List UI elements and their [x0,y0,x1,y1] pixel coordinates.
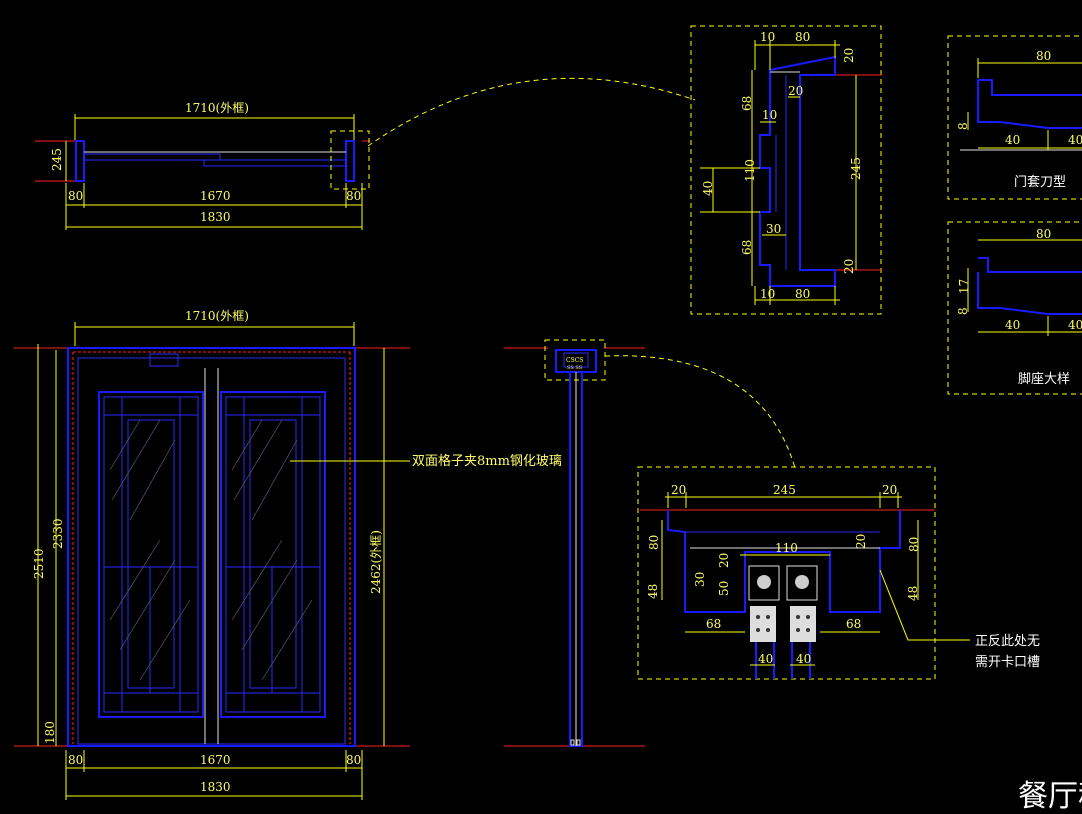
detail-base: 80 8 17 40 40 脚座大样 [947,221,1082,395]
dim-elev-2330: 2330 [51,518,65,549]
dim-da-8: 8 [956,122,970,130]
glass-note: 双面格子夹8mm钢化玻璃 [412,453,562,469]
glass-hatching [109,419,313,681]
dim-sec-68-top: 68 [740,96,754,111]
dim-tr-50: 50 [717,581,731,596]
leader-curve-track [604,355,796,469]
tiny-label-b: SS SS [567,365,583,371]
drawing-title: 餐厅移 [1018,779,1082,814]
dim-sec-110: 110 [743,159,757,182]
dim-tr-20-b: 20 [717,553,731,568]
dim-elev-2510: 2510 [32,548,46,579]
dim-tr-20-right: 20 [882,483,897,497]
dim-tr-20-a: 20 [854,534,868,549]
detail-door-casing: 80 8 40 40 门套刀型 [947,35,1082,200]
dim-sec-20-bot: 20 [842,259,856,274]
label-base-detail: 脚座大样 [1018,371,1070,387]
dim-plan-80-right: 80 [346,189,361,203]
dim-sec-80-top: 80 [795,30,810,44]
dim-tr-80-left: 80 [647,535,661,550]
dim-sec-245: 245 [849,157,863,180]
dim-elev-180: 180 [43,721,57,744]
frame-section-detail: 10 80 20 68 20 10 110 40 245 30 68 20 10… [690,25,882,315]
dim-elev-2462: 2462(外框) [369,530,383,594]
dim-outer-frame-plan: 1710(外框) [185,101,249,115]
dim-db-40b: 40 [1068,318,1082,332]
dim-sec-30: 30 [766,222,781,236]
dim-da-80: 80 [1036,49,1051,63]
dim-elev-80-right: 80 [346,753,361,767]
dim-elev-1670: 1670 [200,753,231,767]
groove-note-line1: 正反此处无 [975,634,1040,649]
dim-tr-40-right: 40 [796,652,811,666]
dim-sec-20-top: 20 [842,48,856,63]
dim-elev-80-left: 80 [68,753,83,767]
dim-db-17: 17 [957,279,971,294]
track-detail: 20 245 20 80 48 80 48 20 110 20 30 50 68… [637,466,1040,680]
tiny-label-a: CSCS [566,357,583,364]
dim-sec-40: 40 [701,181,715,196]
label-door-casing: 门套刀型 [1014,174,1066,190]
dim-tr-68-left: 68 [706,617,721,631]
dim-da-40a: 40 [1005,133,1020,147]
dim-sec-68-bot: 68 [740,240,754,255]
dim-tr-20-left: 20 [671,483,686,497]
dim-tr-30: 30 [693,572,707,587]
dim-tr-110: 110 [775,541,798,555]
dim-outer-frame-elev: 1710(外框) [185,309,249,323]
leader-curve-plan [367,77,696,147]
dim-plan-245: 245 [50,148,64,171]
dim-tr-245: 245 [773,483,796,497]
dim-sec-20-mid: 20 [788,84,803,98]
dim-tr-48-left: 48 [646,584,660,599]
side-section: CSCS SS SS [504,339,645,747]
door-elevation: 双面格子夹8mm钢化玻璃 1710(外框) 2510 2330 180 2462… [14,309,562,800]
dim-tr-48-right: 48 [906,586,920,601]
dim-plan-80-left: 80 [68,189,83,203]
dim-sec-10-bot: 10 [760,287,775,301]
dim-tr-68-right: 68 [846,617,861,631]
dim-da-40b: 40 [1068,133,1082,147]
dim-elev-1830: 1830 [200,780,231,794]
dim-sec-10-top: 10 [760,30,775,44]
dim-sec-80-bot: 80 [795,287,810,301]
dim-plan-1670: 1670 [200,189,231,203]
dim-sec-10-mid: 10 [762,108,777,122]
dim-db-8: 8 [956,307,970,315]
dim-tr-40-left: 40 [758,652,773,666]
plan-view: 1710(外框) 245 80 1670 80 1830 [35,101,370,230]
dim-plan-1830: 1830 [200,210,231,224]
groove-note-line2: 需开卡口槽 [975,655,1040,670]
dim-db-40a: 40 [1005,318,1020,332]
dim-tr-80-right: 80 [907,537,921,552]
dim-db-80: 80 [1036,227,1051,241]
